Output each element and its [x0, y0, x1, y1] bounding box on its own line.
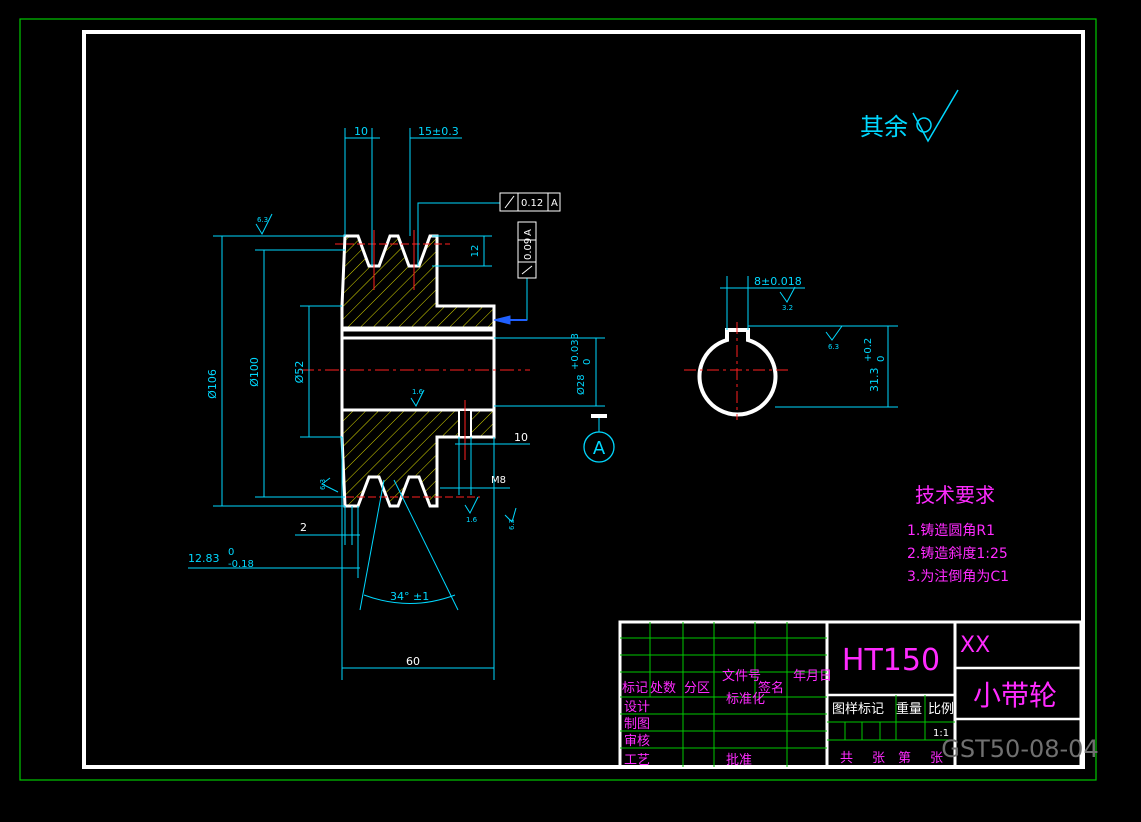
dim-thread: M8	[491, 475, 506, 486]
tolerance-value-2: 0.09	[523, 238, 534, 260]
dim-bore: Ø28	[575, 374, 587, 395]
dim-offset-upper: 0	[228, 547, 234, 558]
tb-drawing-no: GST50-08-04	[941, 735, 1098, 763]
requirement-3: 3.为注倒角为C1	[907, 569, 1009, 585]
tb-review: 审核	[624, 734, 650, 749]
requirement-2: 2.铸造斜度1:25	[907, 546, 1008, 562]
runout-icon	[504, 195, 515, 209]
roughness-mark-4: 1.6	[466, 516, 478, 524]
dim-total-width: 60	[406, 655, 420, 668]
tb-standard: 标准化	[726, 692, 765, 707]
tolerance-datum-1: A	[551, 198, 558, 209]
dim-bore-lower: 0	[582, 359, 593, 365]
dim-pitch: 15±0.3	[418, 125, 459, 138]
tolerance-value-1: 0.12	[521, 198, 543, 209]
tolerance-frame-2: 0.09 A	[517, 221, 537, 279]
tb-stage-mark: 图样标记	[832, 702, 884, 717]
tb-nth: 第	[898, 751, 911, 766]
tolerance-frame-1: 0.12 A	[499, 192, 561, 212]
tb-count: 处数	[650, 681, 676, 696]
tb-weight: 重量	[896, 701, 922, 717]
dim-angle: 34° ±1	[390, 590, 429, 603]
roughness-mark-2: 1.6	[412, 388, 424, 396]
side-roughness-1: 3.2	[782, 304, 793, 312]
side-view: 8±0.018 3.2 6.3 31.3 +0.2 0	[684, 275, 898, 420]
dim-d52: Ø52	[293, 361, 306, 384]
roughness-note: 其余	[860, 89, 959, 143]
requirements-title: 技术要求	[915, 483, 995, 507]
front-view	[300, 230, 530, 508]
technical-requirements: 技术要求 1.铸造圆角R1 2.铸造斜度1:25 3.为注倒角为C1	[907, 483, 1009, 585]
tb-sheets: 张	[872, 751, 885, 766]
tb-doc-no: 文件号	[722, 669, 761, 684]
keyway-depth: 31.3	[868, 368, 881, 393]
tb-scale-value: 1:1	[933, 728, 949, 739]
tolerance-datum-2: A	[523, 229, 534, 236]
dim-bore-upper: +0.033	[570, 333, 581, 370]
tb-sheet: 张	[930, 751, 943, 766]
outer-border	[19, 18, 1097, 781]
runout-icon-2	[521, 265, 533, 275]
dim-groove-depth: 12	[470, 245, 481, 258]
dim-width-10: 10	[354, 125, 368, 138]
inner-frame	[82, 30, 1085, 769]
tb-part-name: 小带轮	[973, 679, 1057, 712]
tb-company: XX	[960, 633, 990, 658]
roughness-mark-5: 6.3	[508, 519, 516, 530]
datum-symbol: A	[583, 414, 615, 463]
tb-design: 设计	[624, 700, 650, 715]
requirement-1: 1.铸造圆角R1	[907, 523, 995, 539]
tb-zone: 分区	[684, 681, 710, 696]
roughness-note-prefix: 其余	[860, 113, 908, 141]
keyway-depth-lower: 0	[876, 356, 887, 362]
tb-date: 年月日	[793, 669, 832, 684]
tb-scale: 比例	[928, 702, 954, 717]
tb-sign: 签名	[758, 680, 784, 696]
tb-craft: 工艺	[624, 753, 650, 768]
datum-label: A	[593, 438, 606, 459]
dim-offset-lower: -0.18	[228, 559, 254, 570]
dim-d100: Ø100	[248, 357, 261, 387]
roughness-symbol-icon	[912, 89, 959, 143]
dim-d106: Ø106	[206, 369, 219, 399]
front-dim-texts: Ø106 Ø100 Ø52 10 15±0.3 12 Ø28 +0.033 0 …	[188, 125, 593, 668]
front-roughness-marks: 6.3 1.6 6.3 1.6 6.3	[255, 213, 517, 530]
keyway-width: 8±0.018	[754, 275, 802, 288]
tb-material: HT150	[842, 643, 940, 678]
leader-arrows	[493, 315, 527, 325]
tb-draw: 制图	[624, 717, 650, 732]
roughness-mark-1: 6.3	[257, 216, 268, 224]
side-roughness-2: 6.3	[828, 343, 839, 351]
front-dimensions	[188, 128, 605, 680]
dim-chamfer: 2	[300, 521, 307, 534]
tb-approve: 批准	[726, 753, 752, 768]
keyway-depth-upper: +0.2	[863, 338, 874, 362]
tb-total: 共	[840, 751, 853, 766]
tb-marker: 标记	[622, 681, 648, 696]
roughness-mark-3: 6.3	[319, 479, 327, 490]
title-block: 标记 处数 分区 文件号 签名 年月日 设计 标准化 制图 审核 工艺 批准 图…	[618, 620, 1099, 769]
dim-offset: 12.83	[188, 552, 220, 565]
dim-hub-ext: 10	[514, 431, 528, 444]
